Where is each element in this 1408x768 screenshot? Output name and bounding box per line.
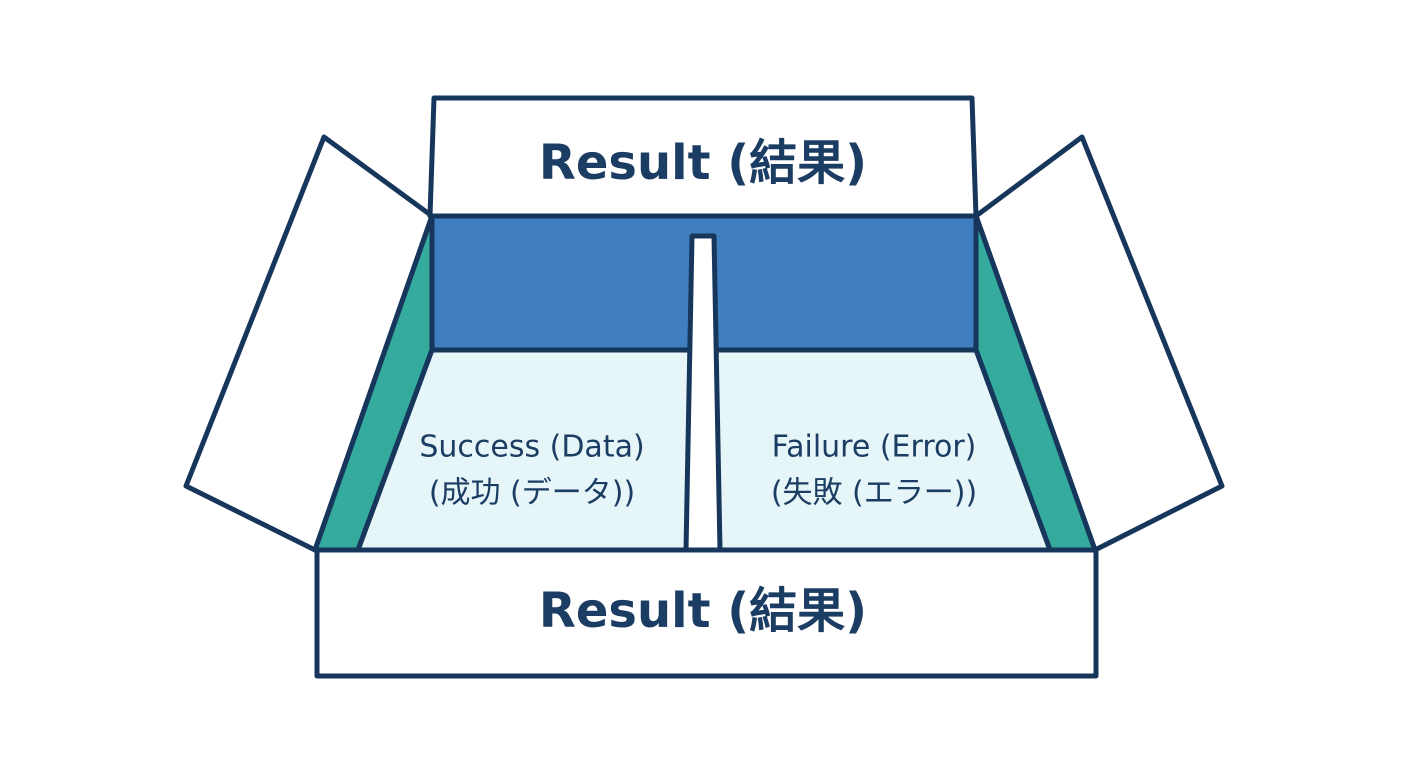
lid-panel bbox=[427, 95, 979, 219]
divider-wall bbox=[683, 233, 723, 553]
failure-title: Failure (Error) bbox=[772, 430, 977, 465]
front-label: Result (結果) bbox=[539, 583, 867, 639]
lid-label: Result (結果) bbox=[539, 135, 867, 191]
front-panel bbox=[314, 547, 1099, 679]
failure-subtitle: (失敗 (エラー)) bbox=[771, 476, 977, 511]
success-subtitle: (成功 (データ)) bbox=[429, 476, 635, 511]
success-title: Success (Data) bbox=[419, 430, 644, 465]
